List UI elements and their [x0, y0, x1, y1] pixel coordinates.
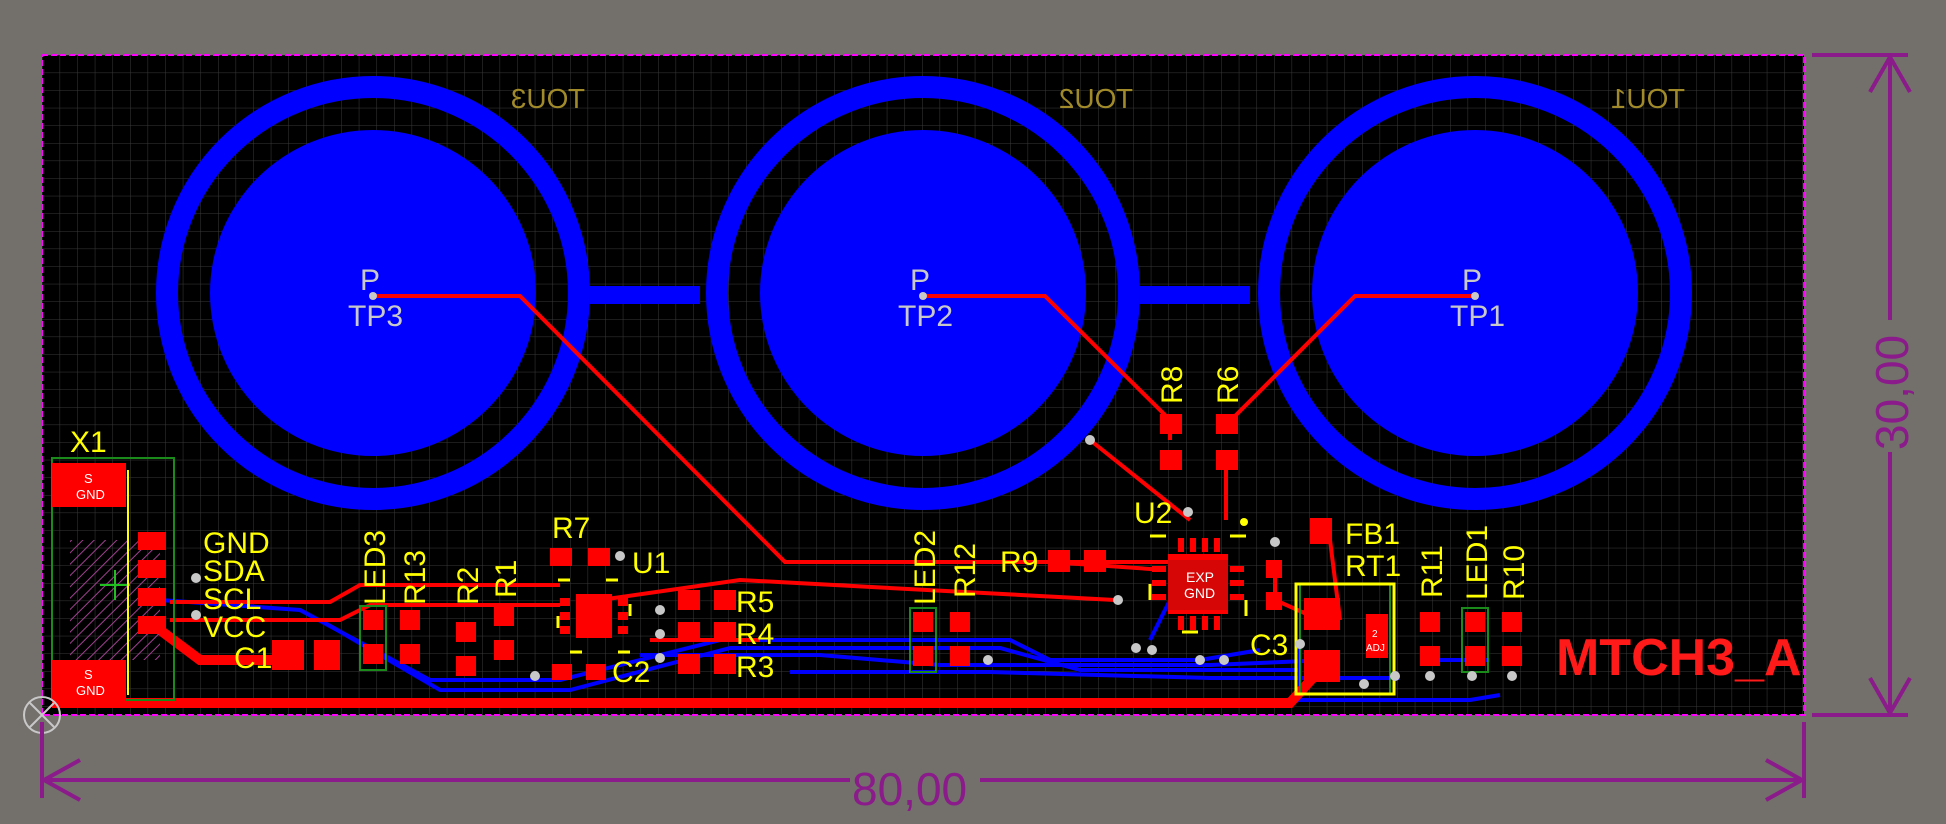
capacitor-c3[interactable] [1266, 560, 1282, 610]
tp2-label: TP2 [898, 300, 953, 333]
top-traces [170, 294, 1475, 642]
ferrite-fb1[interactable] [1310, 518, 1332, 544]
led3-designator: LED3 [359, 530, 392, 605]
r13-designator: R13 [399, 550, 432, 605]
led2-designator: LED2 [909, 530, 942, 605]
guard-link-left [590, 286, 700, 304]
r10-designator: R10 [1498, 545, 1531, 600]
mirror-label-tou3: TOU3 [511, 83, 585, 114]
resistor-r3[interactable] [678, 654, 736, 674]
resistor-r8[interactable] [1160, 414, 1182, 470]
tp1-net: P [1462, 264, 1482, 297]
resistor-vias [530, 605, 665, 681]
regulator-rt1[interactable] [1294, 582, 1396, 696]
tp2-via [919, 292, 927, 300]
dimension-width-value: 80,00 [852, 763, 967, 815]
resistor-r2[interactable] [456, 622, 476, 676]
rt1-designator: RT1 [1345, 550, 1401, 583]
r8-designator: R8 [1156, 366, 1189, 404]
resistor-r10[interactable] [1502, 612, 1522, 666]
resistor-r12[interactable] [950, 612, 970, 666]
board-name: MTCH3_A [1556, 629, 1802, 687]
led-led2[interactable] [909, 607, 937, 673]
dimension-height-value: 30,00 [1866, 335, 1918, 450]
dimension-height[interactable] [1812, 52, 1912, 718]
resistor-r13[interactable] [400, 610, 420, 664]
u2-designator: U2 [1134, 497, 1172, 530]
capacitor-c1[interactable] [272, 640, 340, 670]
r6-designator: R6 [1212, 366, 1245, 404]
tp3-label: TP3 [348, 300, 403, 333]
c1-designator: C1 [234, 642, 272, 675]
resistor-r6[interactable] [1216, 414, 1238, 470]
mirror-label-tou1: TOU1 [1611, 83, 1685, 114]
rt1-body-adj: ADJ [1366, 643, 1385, 654]
led1-designator: LED1 [1461, 525, 1494, 600]
r2-designator: R2 [452, 567, 485, 605]
c3-designator: C3 [1250, 629, 1288, 662]
tp3-net: P [360, 264, 380, 297]
r4-designator: R4 [736, 618, 774, 651]
x1-shield-bottom-label: S [84, 667, 93, 682]
r3-designator: R3 [736, 651, 774, 684]
r12-designator: R12 [949, 543, 982, 598]
u1-designator: U1 [632, 547, 670, 580]
misc-vias [1295, 639, 1517, 689]
x1-shield-top-net: GND [76, 487, 105, 502]
resistor-r5[interactable] [678, 590, 736, 610]
tp1-label: TP1 [1450, 300, 1505, 333]
x1-shield-bottom-net: GND [76, 683, 105, 698]
resistor-r9[interactable] [1048, 550, 1106, 572]
r9-designator: R9 [1000, 546, 1038, 579]
resistor-r11[interactable] [1420, 612, 1440, 666]
r7-designator: R7 [552, 512, 590, 545]
connector-vias [191, 573, 201, 620]
guard-link-right [1140, 286, 1250, 304]
ic-u2[interactable] [1148, 518, 1248, 634]
ic-u1[interactable] [556, 551, 632, 654]
tp2-net: P [910, 264, 930, 297]
u2-vias [983, 435, 1280, 665]
r11-designator: R11 [1416, 545, 1449, 598]
led-led3[interactable] [359, 605, 387, 671]
x1-shield-top-label: S [84, 471, 93, 486]
x1-pin-gnd: GND [203, 527, 270, 560]
x1-pin-scl: SCL [203, 583, 261, 616]
c2-designator: C2 [612, 656, 650, 689]
resistor-r1[interactable] [494, 606, 514, 660]
tp1-via [1471, 292, 1479, 300]
x1-pin-vcc: VCC [203, 611, 266, 644]
x1-pin-sda: SDA [203, 555, 265, 588]
resistor-r7[interactable] [550, 548, 610, 566]
fb1-designator: FB1 [1345, 518, 1400, 551]
r5-designator: R5 [736, 586, 774, 619]
rt1-body-pin: 2 [1372, 629, 1378, 640]
mirror-label-tou2: TOU2 [1059, 83, 1133, 114]
u2-pad-label-exp: EXP [1186, 569, 1214, 585]
x1-designator: X1 [70, 426, 107, 459]
resistor-r4[interactable] [678, 622, 736, 642]
dimension-width[interactable] [39, 722, 1807, 802]
r1-designator: R1 [490, 560, 523, 598]
capacitor-c2[interactable] [552, 664, 606, 680]
tp3-via [369, 292, 377, 300]
u2-pad-label-gnd: GND [1184, 585, 1215, 601]
connector-x1[interactable] [51, 457, 175, 704]
board-outline[interactable] [41, 54, 1805, 716]
